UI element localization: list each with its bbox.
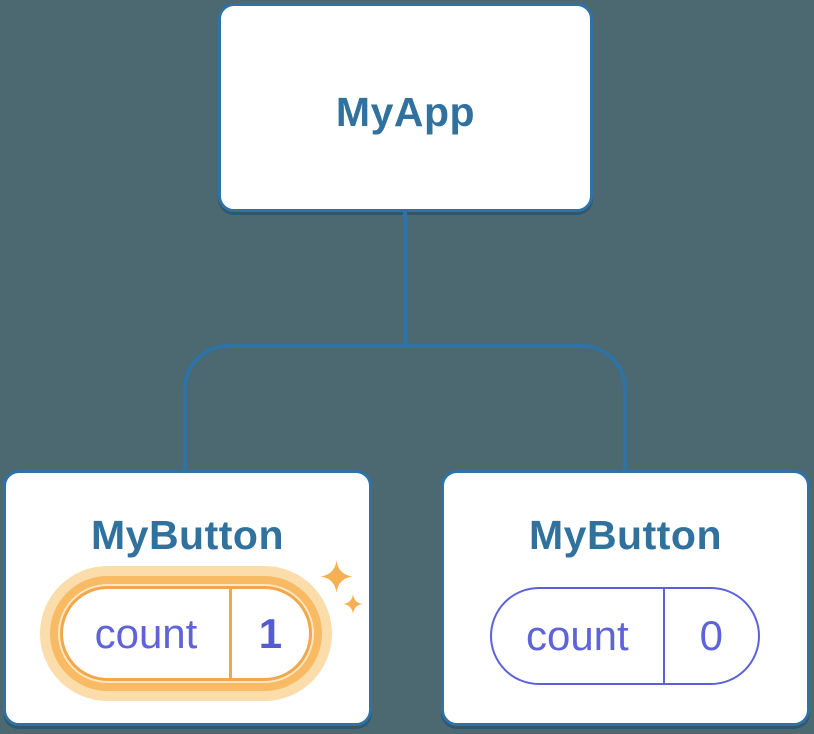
connector-stem (403, 212, 407, 348)
child-node-label: MyButton (528, 512, 722, 558)
root-node: MyApp (218, 3, 593, 212)
connector-branch (183, 344, 627, 470)
state-value: 0 (699, 612, 724, 659)
state-key-label: count (492, 589, 665, 683)
sparkle-icon (320, 560, 353, 593)
state-pill-highlighted: count 1 (60, 586, 312, 681)
child-node-mybutton-2: MyButton count 0 (441, 470, 810, 726)
child-node-label: MyButton (90, 512, 284, 558)
child-node-mybutton-1: MyButton count 1 (3, 470, 372, 726)
sparkle-icon-small (343, 594, 363, 614)
root-node-label: MyApp (335, 89, 476, 135)
state-pill: count 0 (490, 587, 760, 685)
state-value: 1 (258, 609, 283, 657)
state-key-label: count (63, 589, 232, 678)
